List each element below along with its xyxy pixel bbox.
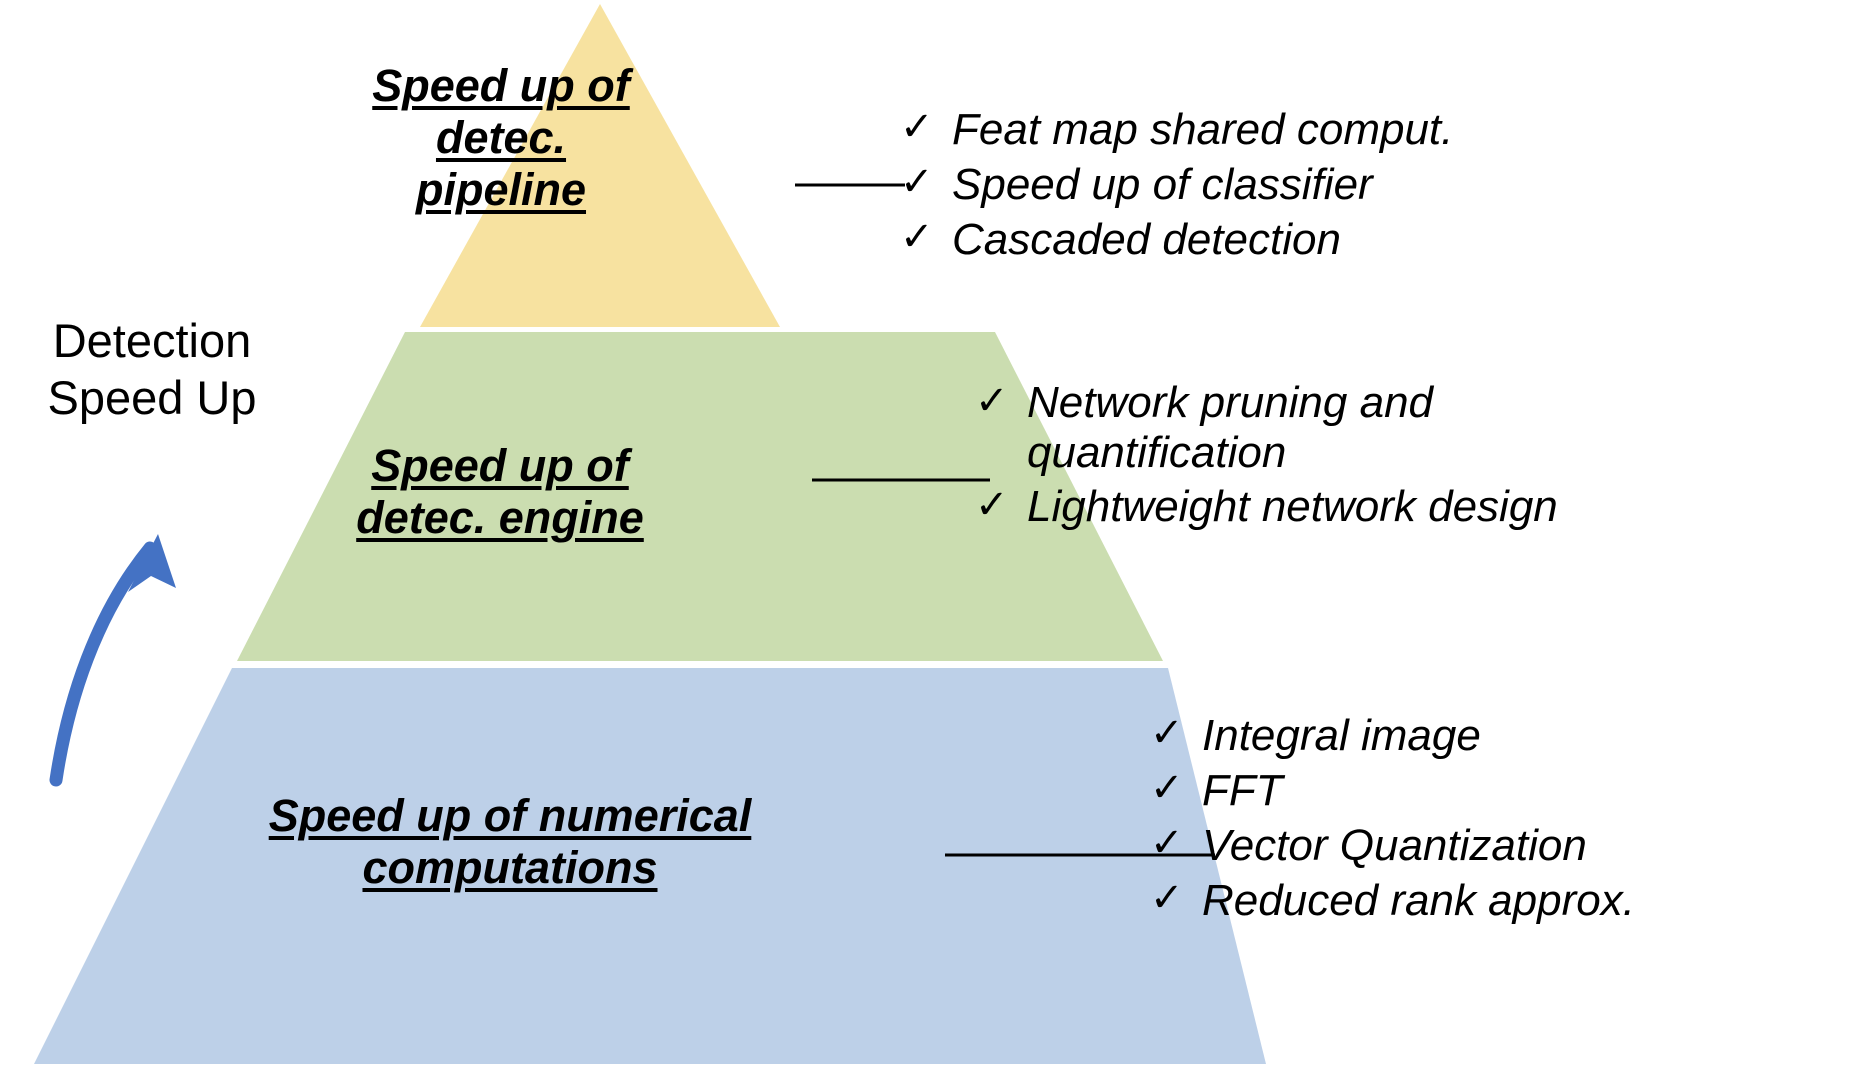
list-item: ✓ Integral image (1150, 710, 1870, 761)
tier-shape-numerical (34, 668, 1266, 1064)
check-icon: ✓ (900, 105, 934, 149)
check-icon: ✓ (900, 160, 934, 205)
list-item-label: Reduced rank approx. (1202, 876, 1635, 926)
list-item: ✓ Vector Quantization (1150, 820, 1870, 871)
check-icon: ✓ (1150, 711, 1184, 755)
check-icon: ✓ (900, 215, 934, 260)
tier-caption-numerical-line-2: computations (362, 842, 658, 894)
list-item: ✓ Feat map shared comput. (900, 104, 1850, 155)
list-item-label: Speed up of classifier (952, 160, 1373, 210)
bullet-list-pipeline: ✓ Feat map shared comput. ✓ Speed up of … (900, 104, 1850, 269)
list-item-label: Cascaded detection (952, 215, 1341, 265)
list-item: ✓ Cascaded detection (900, 214, 1850, 265)
list-item-label: Lightweight network design (1027, 482, 1558, 532)
tier-caption-pipeline-line-2: detec. (435, 112, 567, 164)
tier-caption-pipeline-line-3: pipeline (415, 164, 587, 216)
tier-caption-pipeline-line-1: Speed up of (372, 60, 630, 111)
bullet-list-numerical: ✓ Integral image ✓ FFT ✓ Vector Quantiza… (1150, 710, 1870, 930)
tier-shape-pipeline (420, 4, 780, 327)
list-item: ✓ FFT (1150, 765, 1870, 816)
tier-caption-engine: Speed up of detec. engine (300, 440, 700, 544)
tier-caption-numerical: Speed up of numerical computations (230, 790, 790, 894)
check-icon: ✓ (1150, 766, 1184, 811)
list-item-label: Integral image (1202, 711, 1481, 760)
list-item: ✓ Lightweight network design (975, 482, 1865, 532)
list-item-label: Feat map shared comput. (952, 105, 1454, 154)
list-item-label: Vector Quantization (1202, 821, 1587, 871)
check-icon: ✓ (975, 379, 1009, 423)
list-item: ✓ Network pruning and quantification (975, 378, 1865, 478)
list-item: ✓ Reduced rank approx. (1150, 875, 1870, 926)
tier-caption-numerical-line-1: Speed up of numerical (268, 790, 752, 841)
check-icon: ✓ (1150, 876, 1184, 921)
speed-up-arrow-icon (49, 534, 176, 787)
axis-label-detection-speed-up: Detection Speed Up (47, 314, 257, 425)
check-icon: ✓ (1150, 821, 1184, 866)
bullet-list-engine: ✓ Network pruning and quantification ✓ L… (975, 378, 1865, 536)
tier-caption-pipeline: Speed up of detec. pipeline (368, 60, 634, 217)
check-icon: ✓ (975, 483, 1009, 528)
list-item-label: Network pruning and quantification (1027, 378, 1434, 478)
tier-caption-engine-line-2: detec. engine (356, 492, 644, 544)
list-item: ✓ Speed up of classifier (900, 159, 1850, 210)
list-item-label: FFT (1202, 766, 1283, 816)
tier-caption-engine-line-1: Speed up of (371, 440, 629, 491)
tier-shape-engine (237, 332, 1163, 661)
